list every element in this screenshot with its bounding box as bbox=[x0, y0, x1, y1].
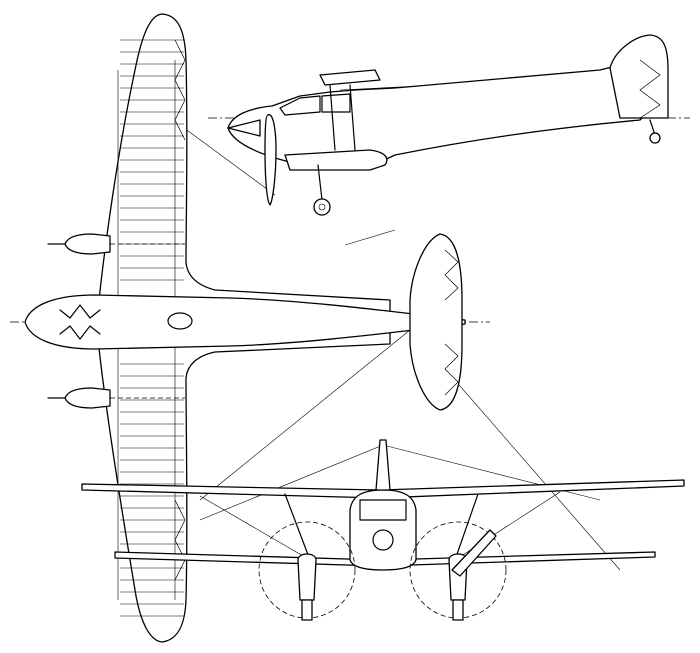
front-view bbox=[81, 439, 685, 621]
plan-fuselage bbox=[24, 294, 466, 350]
plan-nacelle-upper bbox=[64, 233, 111, 255]
side-view bbox=[227, 34, 669, 216]
plan-tailplane bbox=[409, 233, 463, 411]
wing-ribs bbox=[120, 39, 184, 617]
side-fin bbox=[609, 34, 669, 119]
plan-view bbox=[24, 13, 466, 643]
side-propeller bbox=[264, 113, 277, 206]
side-fuselage bbox=[227, 59, 651, 166]
plan-nacelle-lower bbox=[64, 387, 111, 409]
